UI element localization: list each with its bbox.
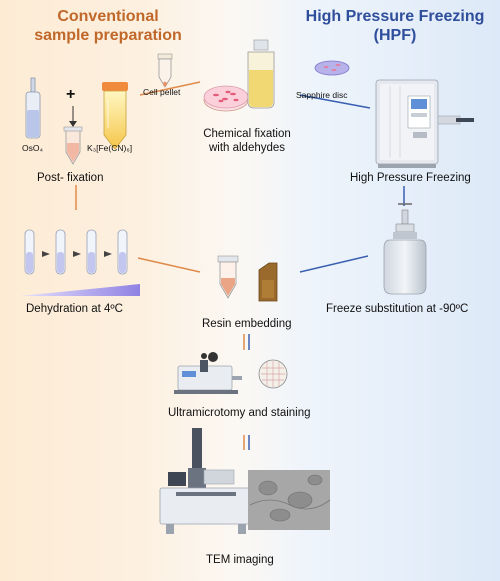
tem-imaging-label: TEM imaging	[206, 554, 274, 566]
conventional-header: Conventional sample preparation	[8, 7, 208, 45]
plus-sign: +	[66, 86, 76, 103]
hpf-step-label: High Pressure Freezing	[350, 172, 471, 184]
hpf-machine	[375, 79, 474, 168]
oso4-ampoule	[25, 77, 41, 139]
postfix-tube	[63, 106, 83, 165]
ultramicrotome	[174, 352, 242, 394]
oso4-label: OsO₄	[22, 143, 43, 153]
link-dehyd-resin	[137, 257, 201, 273]
dehydration-tubes	[20, 229, 140, 296]
sapphire-disc	[314, 60, 350, 76]
ferricyanide-label: K₃[Fe(CN)₆]	[87, 143, 133, 153]
cell-pellet-tube	[157, 53, 173, 88]
post-fixation-label: Post- fixation	[37, 172, 104, 184]
fixative-bottle	[247, 39, 275, 109]
conventional-header-line2: sample preparation	[34, 27, 182, 44]
cell-pellet-label: Cell pellet	[143, 87, 181, 97]
ferricyanide-tube	[102, 82, 128, 150]
resin-embedding-label: Resin embedding	[202, 318, 292, 330]
resin-embedding-tube	[217, 255, 239, 299]
chemical-fixation-label: Chemical fixation with aldehydes	[196, 127, 298, 155]
concentration-ramp	[20, 284, 140, 296]
freeze-substitution-label: Freeze substitution at -90ºC	[326, 303, 469, 315]
hpf-header: High Pressure Freezing (HPF)	[290, 7, 500, 45]
chemical-fixation-line2: with aldehydes	[208, 142, 286, 154]
petri-dish	[203, 85, 249, 112]
link-fixation-postfix	[139, 81, 201, 96]
hpf-header-line2: (HPF)	[373, 27, 417, 44]
ultramicrotomy-label: Ultramicrotomy and staining	[168, 407, 311, 419]
conventional-header-line1: Conventional	[57, 8, 159, 25]
dehydration-label: Dehydration at 4ºC	[26, 303, 123, 315]
sapphire-disc-label: Sapphire disc	[296, 90, 348, 100]
freeze-substitution-dewar	[383, 203, 427, 295]
hpf-header-line1: High Pressure Freezing	[305, 8, 485, 25]
chemical-fixation-line1: Chemical fixation	[203, 128, 291, 140]
tem-micrograph	[248, 470, 331, 530]
tem-microscope	[159, 428, 253, 534]
grid-zoom	[258, 359, 288, 389]
link-freeze-resin	[299, 255, 369, 273]
resin-block	[258, 262, 278, 302]
link-fixation-hpf	[299, 94, 371, 109]
